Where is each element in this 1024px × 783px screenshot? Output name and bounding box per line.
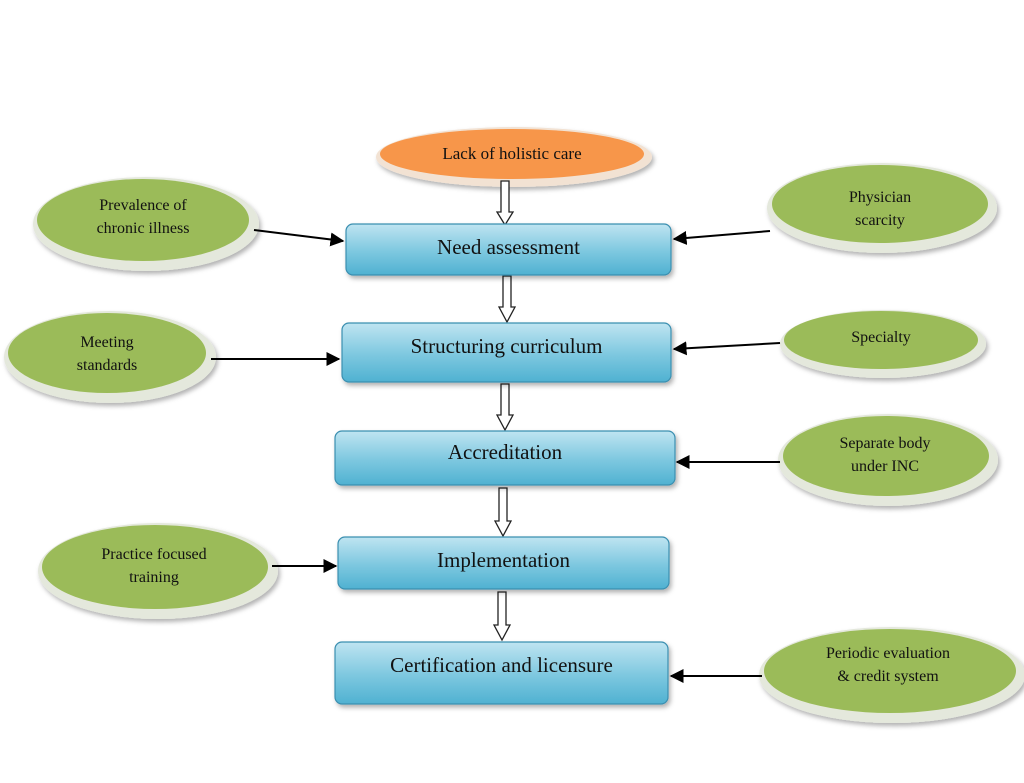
arrow-prevalence-to-need — [253, 229, 345, 247]
connector-arrows — [211, 229, 781, 683]
oval-separate-body — [778, 414, 998, 506]
flow-arrows — [492, 180, 517, 642]
top-cause-oval — [376, 127, 652, 187]
oval-specialty — [780, 310, 986, 378]
step-label-need-assessment: Need assessment — [437, 235, 580, 259]
step-box-accreditation — [334, 430, 676, 486]
influence-ovals — [4, 163, 1024, 723]
flow-arrow-step1-to-step2 — [497, 275, 517, 324]
influence-label-periodic-evaluation: Periodic evaluation & credit system — [826, 644, 950, 685]
step-label-accreditation: Accreditation — [447, 439, 563, 464]
oval-periodic-evaluation — [759, 627, 1024, 723]
step-box-certification — [334, 641, 669, 705]
influence-label-meeting-standards: Meeting standards — [76, 333, 138, 374]
influence-label-separate-body: Separate body under INC — [839, 434, 931, 475]
influence-label-prevalence: Prevalence of chronic illness — [96, 196, 190, 237]
step-label-certification: Certification and licensure — [390, 652, 613, 677]
arrow-physician-to-need — [672, 230, 771, 245]
step-label-implementation: Implementation — [437, 547, 570, 572]
step-box-structuring-curriculum — [341, 322, 672, 383]
oval-practice-training — [38, 523, 278, 619]
top-cause-label: Lack of holistic care — [442, 143, 582, 163]
oval-prevalence — [33, 177, 259, 271]
step-label-structuring-curriculum: Structuring curriculum — [410, 334, 603, 358]
influence-label-specialty: Specialty — [851, 329, 911, 347]
process-steps — [334, 223, 676, 705]
step-box-need-assessment — [345, 223, 672, 276]
step-box-implementation — [337, 536, 670, 590]
flow-arrow-top-to-step1 — [495, 180, 515, 227]
arrow-specialty-to-structuring — [672, 341, 781, 356]
oval-physician-scarcity — [767, 163, 997, 253]
flow-arrow-step2-to-step3 — [495, 383, 515, 432]
flow-arrow-step4-to-step5 — [492, 591, 512, 642]
influence-label-practice-training: Practice focused training — [101, 545, 207, 586]
oval-meeting-standards — [4, 311, 216, 403]
flow-arrow-step3-to-step4 — [493, 487, 513, 538]
influence-label-physician-scarcity: Physician scarcity — [848, 188, 912, 229]
